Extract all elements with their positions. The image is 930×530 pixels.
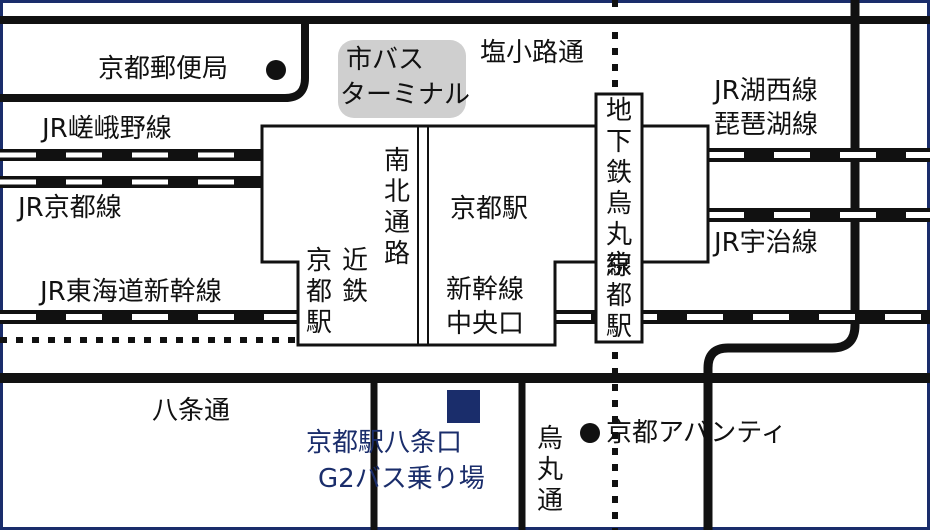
label-hachijo: 八条通 [152, 396, 231, 426]
label-jr-kosai-2: 琵琶湖線 [714, 110, 819, 140]
label-shinkansen-2: 中央口 [446, 309, 525, 339]
post-office-marker [266, 60, 286, 80]
label-jr-kyoto: JR京都線 [18, 193, 122, 223]
rail-jr-sagano-left [0, 149, 262, 161]
label-post-office: 京都郵便局 [98, 54, 229, 84]
label-kintetsu-2: 京都駅 [305, 246, 332, 338]
label-jr-uji: JR宇治線 [714, 228, 818, 258]
right-main-road [703, 0, 860, 530]
label-bus-terminal-2: ターミナル [340, 80, 471, 110]
label-shiokoji: 塩小路通 [480, 38, 585, 68]
rail-jr-uji-right [708, 208, 930, 222]
label-destination-2: G2バス乗り場 [318, 464, 485, 494]
label-avanti: 京都アバンティ [606, 418, 787, 448]
rail-shinkansen-right [555, 310, 930, 324]
post-office-road [0, 20, 309, 102]
label-jr-kosai-1: JR湖西線 [714, 76, 818, 106]
label-kyoto-station: 京都駅 [450, 194, 529, 224]
label-destination-1: 京都駅八条口 [306, 428, 463, 458]
label-jr-sagano: JR嵯峨野線 [42, 114, 172, 144]
bus-terminal-shape [338, 40, 466, 118]
avanti-marker [580, 423, 600, 443]
label-nanboku-passage: 南北通路 [383, 146, 410, 269]
label-subway-2: 京都駅 [605, 250, 632, 342]
subway-station-box [594, 92, 644, 344]
rail-jr-kyoto-left [0, 176, 262, 188]
label-bus-terminal-1: 市バス [346, 45, 425, 75]
destination-marker [447, 390, 480, 423]
label-kintetsu-1: 近鉄 [341, 246, 368, 307]
rail-jr-kosai-right [708, 148, 930, 162]
label-subway-1: 地下鉄烏丸線 [605, 96, 632, 281]
rail-shinkansen-left [0, 310, 300, 324]
label-jr-tokaido-shinkansen: JR東海道新幹線 [40, 277, 222, 307]
label-karasuma: 烏丸通 [536, 424, 563, 516]
label-shinkansen-1: 新幹線 [446, 275, 525, 305]
